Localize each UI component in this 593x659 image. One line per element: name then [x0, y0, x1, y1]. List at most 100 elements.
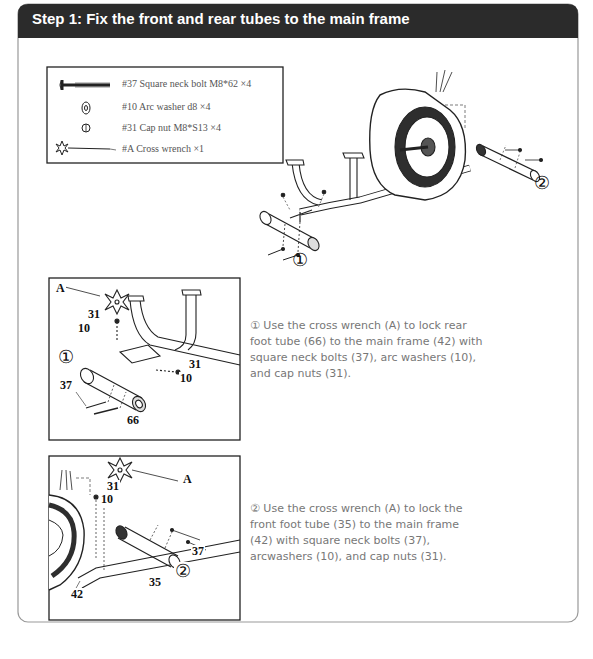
part-label: #31 Cap nut M8*S13 ×4 [122, 122, 221, 134]
callout-number: 42 [70, 588, 84, 601]
detail-box-1-stroke [115, 319, 119, 323]
detail-box-2-stroke-stroke [108, 458, 132, 482]
parts-box-stroke-stroke [56, 141, 68, 155]
callout-number: 10 [77, 322, 91, 335]
main-illustration-stroke [292, 163, 322, 205]
detail-box-2-stroke [108, 458, 132, 482]
detail-box-2-stroke-stroke [118, 468, 122, 472]
detail-box-1-stroke [175, 294, 196, 350]
detail-box-1-stroke [116, 322, 117, 340]
main-illustration [258, 70, 543, 260]
parts-box-stroke-stroke [110, 149, 116, 150]
main-illustration-stroke [400, 147, 428, 150]
parts-box-stroke [56, 141, 116, 155]
parts-box-stroke [82, 102, 90, 114]
main-illustration-stroke [286, 160, 304, 165]
parts-box-stroke [47, 67, 283, 163]
frame-panel-stroke [18, 4, 578, 38]
detail-box-1-stroke [140, 300, 240, 355]
detail-box-1-stroke [134, 399, 143, 409]
detail-box-1-stroke [78, 366, 96, 386]
detail-box-1-stroke [130, 394, 148, 414]
detail-box-2-stroke [49, 456, 240, 620]
main-illustration-stroke [395, 107, 455, 187]
parts-list-box: #37 Square neck bolt M8*62 ×4 #10 Arc was… [47, 67, 283, 163]
instruction-text: ① Use the cross wrench (A) to lock rear … [250, 318, 485, 382]
callout-number: A [55, 282, 66, 295]
detail-box-2-stroke [49, 495, 84, 590]
parts-box-stroke-stroke [68, 148, 110, 149]
detail-box-1-stroke [86, 402, 118, 414]
detail-box-1-stroke [76, 392, 86, 406]
parts-box-stroke [86, 124, 87, 132]
detail-box-1 [49, 278, 240, 440]
detail-box-1-stroke [156, 370, 176, 372]
step-title: Step 1: Fix the front and rear tubes to … [32, 10, 410, 27]
main-illustration-stroke [500, 145, 520, 168]
main-illustration-stroke [290, 210, 312, 222]
parts-box-stroke [60, 80, 62, 90]
detail-box-2-stroke [114, 524, 130, 541]
main-illustration-stroke [306, 235, 322, 252]
detail-box: 3110 A ② 37 42 35 [49, 456, 240, 620]
callout-number: ① [291, 251, 309, 270]
main-illustration-stroke [283, 194, 324, 210]
detail-box-1-stroke [65, 287, 100, 296]
part-label: #37 Square neck bolt M8*62 ×4 [122, 78, 251, 90]
main-illustration-stroke [445, 105, 465, 130]
detail-box-1-stroke-stroke [115, 300, 119, 304]
callout-number: ② [174, 562, 192, 581]
main-illustration-stroke [343, 153, 364, 158]
parts-box-stroke [82, 124, 90, 132]
detail-box-2-stroke [49, 505, 74, 576]
instruction-text: ② Use the cross wrench (A) to lock the f… [250, 501, 485, 565]
detail-box-1-stroke [120, 345, 160, 363]
detail-box-1-stroke [105, 290, 129, 314]
callout-number: 31 [87, 308, 101, 321]
detail-box-1-stroke [49, 278, 240, 440]
callout-number: 10 [100, 493, 114, 506]
main-illustration-stroke [322, 190, 326, 194]
callout-number: 31 [106, 480, 120, 493]
part-label: #A Cross wrench ×1 [122, 143, 204, 155]
frame-panel-stroke [18, 4, 578, 622]
detail-box-2-stroke [49, 520, 63, 556]
main-illustration-stroke [479, 146, 537, 180]
detail-box-2-stroke [94, 495, 98, 499]
callout-number: ② [533, 174, 551, 193]
detail-box-2-stroke [78, 540, 240, 588]
parts-box-stroke [62, 80, 110, 90]
detail-box-2 [49, 456, 240, 620]
callout-number: ① [57, 348, 75, 367]
detail-box-2-stroke [132, 470, 178, 481]
callout-number: 10 [179, 372, 193, 385]
main-illustration-stroke [258, 209, 274, 226]
callout-number: 66 [126, 414, 140, 427]
callout-number: A [182, 473, 193, 486]
callout-number: 37 [191, 545, 205, 558]
detail-box-1-stroke [128, 290, 201, 301]
detail-box: A3110①31103766 [49, 278, 240, 440]
parts-box-stroke [75, 83, 110, 87]
detail-box-1-stroke [108, 385, 126, 408]
frame-panel [18, 4, 578, 622]
callout-number: 37 [59, 379, 73, 392]
detail-box-1-stroke-stroke [105, 290, 129, 314]
main-illustration-stroke [281, 193, 285, 197]
main-illustration-stroke [436, 70, 452, 92]
part-label: #10 Arc washer d8 ×4 [122, 101, 210, 113]
parts-box-stroke [85, 106, 88, 111]
parts-box [47, 67, 283, 163]
main-illustration-stroke [350, 157, 357, 200]
detail-box-2-stroke [60, 470, 72, 490]
main-illustration-stroke [505, 150, 541, 160]
callout-number: 31 [188, 358, 202, 371]
detail-box-2-stroke [150, 525, 172, 548]
detail-box-2-stroke [76, 478, 90, 495]
main-illustration-stroke [370, 89, 466, 200]
callout-number: 35 [148, 576, 162, 589]
main-illustration-stroke [475, 143, 488, 157]
main-illustration-stroke [283, 222, 300, 252]
detail-box-2-stroke [96, 496, 104, 570]
